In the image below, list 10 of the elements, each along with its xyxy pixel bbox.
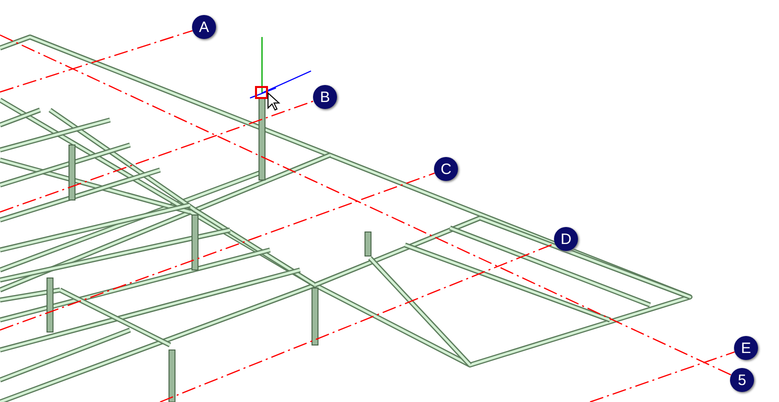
grid-bubble: A <box>192 15 216 39</box>
grid-line <box>0 172 435 331</box>
grid-line <box>0 100 314 213</box>
grid-bubble: C <box>434 157 458 181</box>
grid-bubble: D <box>554 227 578 251</box>
grid-line <box>590 351 735 402</box>
grid-bubble: E <box>734 336 758 360</box>
grid-bubble: 5 <box>730 368 754 392</box>
grid-bubble: B <box>313 85 337 109</box>
grid-line <box>0 30 193 93</box>
